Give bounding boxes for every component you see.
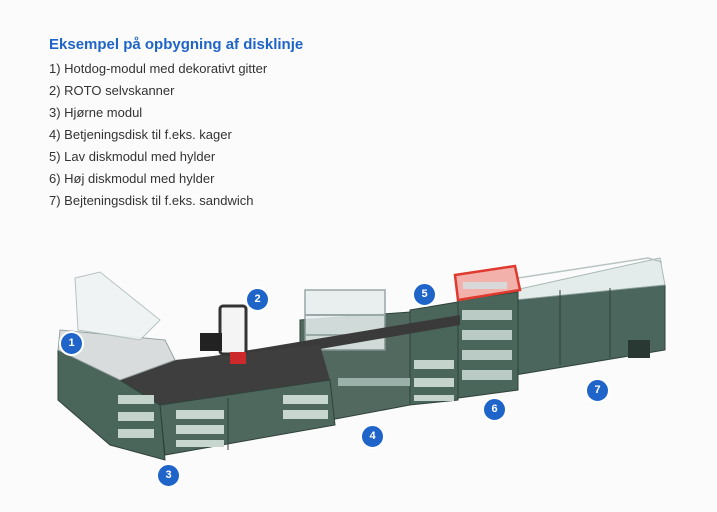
roto-selfscanner-icon xyxy=(200,304,248,364)
module-list: 1) Hotdog-modul med dekorativt gitter 2)… xyxy=(49,59,267,213)
marker-2: 2 xyxy=(245,287,270,312)
marker-1: 1 xyxy=(59,331,84,356)
hotdog-module-icon xyxy=(57,271,176,381)
marker-6: 6 xyxy=(482,397,507,422)
page-title: Eksempel på opbygning af disklinje xyxy=(49,36,304,53)
list-item: 5) Lav diskmodul med hylder xyxy=(49,149,216,164)
front-counter-icon xyxy=(120,315,460,456)
list-item: 3) Hjørne modul xyxy=(49,105,143,120)
marker-5: 5 xyxy=(412,282,437,307)
list-item: 2) ROTO selvskanner xyxy=(49,83,175,98)
list-item: 7) Bejteningsdisk til f.eks. sandwich xyxy=(49,193,254,208)
list-item: 4) Betjeningsdisk til f.eks. kager xyxy=(49,127,232,142)
sandwich-counter-icon xyxy=(514,257,666,376)
marker-7: 7 xyxy=(585,378,610,403)
marker-4: 4 xyxy=(360,424,385,449)
list-item: 6) Høj diskmodul med hylder xyxy=(49,171,215,186)
high-shelf-module-icon xyxy=(453,264,522,399)
list-item: 1) Hotdog-modul med dekorativt gitter xyxy=(49,61,268,76)
marker-3: 3 xyxy=(156,463,181,488)
